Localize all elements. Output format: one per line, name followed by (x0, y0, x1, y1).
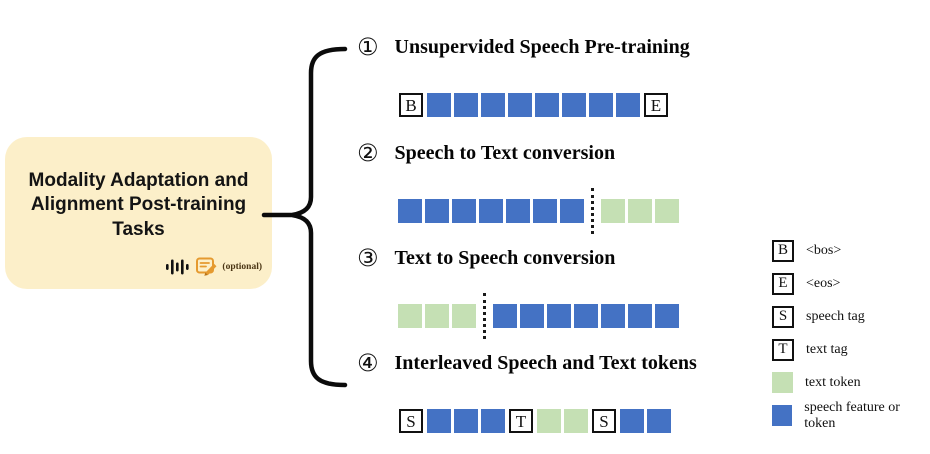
speech-token-square (479, 199, 503, 223)
modality-boundary-divider (483, 293, 486, 339)
token-row (398, 188, 797, 234)
speech-token-square (452, 199, 476, 223)
text-token-square (601, 199, 625, 223)
speech-token-square (454, 93, 478, 117)
text-token-square (452, 304, 476, 328)
task-section: ② Speech to Text conversion (357, 139, 797, 234)
speech-token-square (562, 93, 586, 117)
root-task-box: Modality Adaptation and Alignment Post-t… (5, 137, 272, 289)
legend-speech-swatch (772, 405, 793, 426)
text-token-square (628, 199, 652, 223)
text-token-square (655, 199, 679, 223)
speech-token-square (493, 304, 517, 328)
speech-token-square (620, 409, 644, 433)
task-number: ① (357, 33, 379, 61)
task-title: Unsupervided Speech Pre-training (394, 35, 690, 58)
legend-item: speech feature or token (772, 399, 930, 432)
legend-item: text token (772, 366, 930, 399)
text-token-square (425, 304, 449, 328)
legend-tag-S: S (772, 305, 794, 328)
speech-token-square (506, 199, 530, 223)
task-header: ① Unsupervided Speech Pre-training (357, 33, 797, 61)
speech-token-square (520, 304, 544, 328)
speech-token-square (427, 409, 451, 433)
token-row (398, 293, 797, 339)
legend-tag-T: T (772, 338, 794, 361)
task-header: ② Speech to Text conversion (357, 139, 797, 167)
task-number: ③ (357, 244, 379, 272)
speech-token-square (454, 409, 478, 433)
tag-token-E: E (644, 93, 668, 117)
speech-token-square (628, 304, 652, 328)
tag-token-B: B (399, 93, 423, 117)
tag-token-S: S (399, 409, 423, 433)
legend-label: <eos> (806, 275, 841, 291)
speech-token-square (425, 199, 449, 223)
speech-token-square (398, 199, 422, 223)
speech-token-square (533, 199, 557, 223)
legend-tag-B: B (772, 239, 794, 262)
task-title: Speech to Text conversion (394, 141, 616, 164)
legend-tag-E: E (772, 272, 794, 295)
speech-token-square (535, 93, 559, 117)
speech-token-square (481, 93, 505, 117)
legend-label: text token (805, 374, 861, 390)
modality-boundary-divider (591, 188, 594, 234)
task-section: ③ Text to Speech conversion (357, 244, 797, 339)
task-title: Interleaved Speech and Text tokens (394, 351, 697, 374)
tag-token-S: S (592, 409, 616, 433)
speech-token-square (547, 304, 571, 328)
legend-label: <bos> (806, 242, 842, 258)
task-number: ② (357, 139, 379, 167)
speech-token-square (481, 409, 505, 433)
text-token-square (398, 304, 422, 328)
speech-token-square (574, 304, 598, 328)
task-title: Text to Speech conversion (394, 246, 616, 269)
tag-token-T: T (509, 409, 533, 433)
edit-document-icon (196, 257, 217, 276)
speech-token-square (508, 93, 532, 117)
task-header: ④ Interleaved Speech and Text tokens (357, 349, 797, 377)
legend-text-swatch (772, 372, 793, 393)
legend-item: E <eos> (772, 267, 930, 300)
speech-token-square (589, 93, 613, 117)
root-box-title: Modality Adaptation and Alignment Post-t… (28, 170, 249, 240)
speech-token-square (647, 409, 671, 433)
task-number: ④ (357, 349, 379, 377)
root-box-icons: (optional) (165, 256, 262, 277)
legend-label: text tag (806, 341, 848, 357)
optional-label: (optional) (222, 261, 262, 272)
text-token-square (537, 409, 561, 433)
speech-token-square (427, 93, 451, 117)
speech-token-square (655, 304, 679, 328)
legend-label: speech tag (806, 308, 865, 324)
legend-label: speech feature or token (804, 399, 900, 431)
text-token-square (564, 409, 588, 433)
task-header: ③ Text to Speech conversion (357, 244, 797, 272)
waveform-icon (166, 259, 190, 274)
speech-token-square (616, 93, 640, 117)
legend-item: B <bos> (772, 234, 930, 267)
speech-token-square (601, 304, 625, 328)
speech-token-square (560, 199, 584, 223)
